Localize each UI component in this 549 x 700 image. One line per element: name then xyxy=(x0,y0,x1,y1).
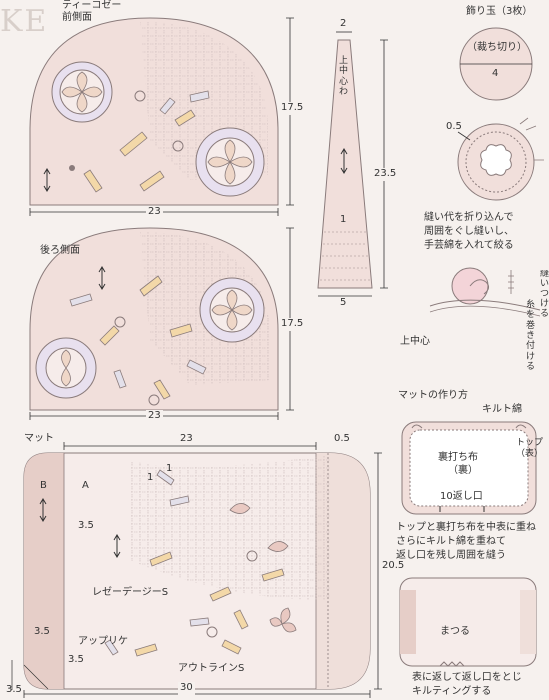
top-fabric-label: トップ（表） xyxy=(516,438,544,460)
backing-fabric-sub: （裏） xyxy=(448,465,478,476)
outline-stitch-label: アウトラインS xyxy=(178,663,245,674)
mat-width: 23 xyxy=(180,433,193,444)
ornament-wrap-note: 糸を巻き付ける xyxy=(526,300,536,373)
quilt-batting-label: キルト綿 xyxy=(482,404,522,415)
mat-dim-3-5-corner-left: 3.5 xyxy=(6,684,22,695)
page-title: ティーコゼー xyxy=(62,0,122,11)
back-width-label: 23 xyxy=(146,410,163,423)
mat-step3-line2: キルティングする xyxy=(412,686,492,697)
mat-total-width: 30 xyxy=(178,682,195,695)
mat-howto-diagrams xyxy=(399,421,537,667)
mat-dim-3-5-corner-top: 3.5 xyxy=(34,626,50,637)
mat-height: 20.5 xyxy=(382,560,405,571)
mat-diagram xyxy=(11,442,382,698)
front-width-label: 23 xyxy=(146,206,163,219)
ornament-center-label: 上中心 xyxy=(400,336,430,347)
gusset-center-fold-label: 上中心わ xyxy=(339,56,349,98)
gusset-top-width: 2 xyxy=(340,18,347,29)
ornament-ball-diagrams xyxy=(429,27,544,317)
ornament-seam: 0.5 xyxy=(446,121,462,132)
applique-label: アップリケ xyxy=(78,636,128,647)
mat-part-a: A xyxy=(82,480,89,491)
lazy-daisy-stitch-label: レゼーデージーS xyxy=(92,587,169,598)
gusset-bottom-width: 5 xyxy=(340,297,347,308)
gusset-strip xyxy=(317,31,388,297)
back-panel-label: 後ろ側面 xyxy=(40,245,80,256)
back-height-label: 17.5 xyxy=(281,318,304,331)
mat-part-b: B xyxy=(40,480,47,491)
return-opening-label: 10返し口 xyxy=(440,491,483,502)
ornament-diameter: 4 xyxy=(492,68,499,79)
mat-dim-3-5-side: 3.5 xyxy=(78,520,94,531)
ornament-side-note: 縫いつける xyxy=(540,270,549,319)
ornament-step1-line2: 周囲をぐし縫いし、 xyxy=(424,226,514,237)
mat-mark-1b: 1 xyxy=(166,463,173,474)
ornament-step1-line3: 手芸綿を入れて絞る xyxy=(424,240,514,251)
ornament-title: 飾り玉（3枚） xyxy=(466,6,533,17)
mat-mark-1a: 1 xyxy=(147,472,154,483)
mat-step2-line2: さらにキルト綿を重ねて xyxy=(396,536,506,547)
gusset-height: 23.5 xyxy=(374,168,397,181)
ornament-step1-line1: 縫い代を折り込んで xyxy=(424,212,514,223)
back-panel xyxy=(29,227,294,420)
ornament-cut-label: （裁ち切り） xyxy=(467,42,527,53)
backing-fabric-label: 裏打ち布 xyxy=(438,452,478,463)
mat-step2-line1: トップと裏打ち布を中表に重ね xyxy=(396,522,536,533)
front-panel-label: 前側面 xyxy=(62,12,92,23)
mat-step3-line1: 表に返して返し口をとじ xyxy=(412,672,522,683)
mat-label: マット xyxy=(24,433,54,444)
front-height-label: 17.5 xyxy=(281,102,304,115)
magazine-logo: KE xyxy=(0,4,49,39)
slipstitch-label: まつる xyxy=(440,626,470,637)
front-panel xyxy=(29,17,294,216)
mat-seam: 0.5 xyxy=(334,433,350,444)
gusset-mark: 1 xyxy=(340,214,347,225)
mat-dim-3-5-corner-right: 3.5 xyxy=(68,654,84,665)
mat-howto-title: マットの作り方 xyxy=(398,390,468,401)
mat-step2-line3: 返し口を残し周囲を縫う xyxy=(396,550,506,561)
